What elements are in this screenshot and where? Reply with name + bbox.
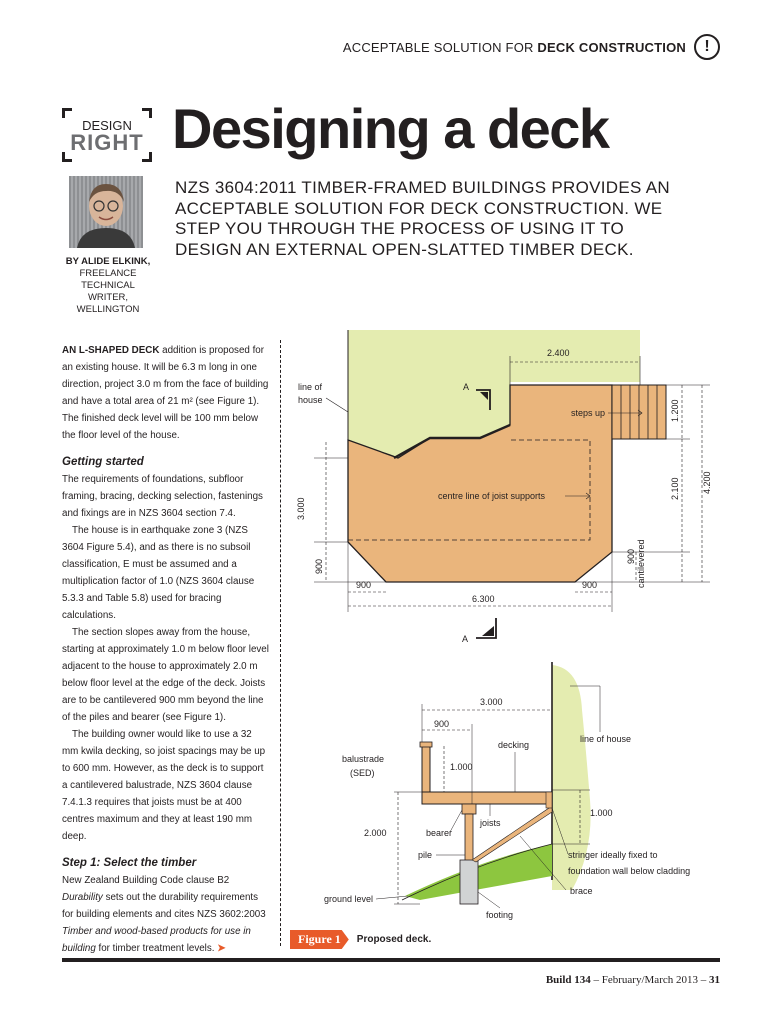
label-centre-line: centre line of joist supports xyxy=(438,491,546,501)
article-body: AN L-SHAPED DECK addition is proposed fo… xyxy=(62,342,270,957)
dim-1000-right: 1.000 xyxy=(590,808,613,818)
label-footing: footing xyxy=(486,910,513,920)
dim-3000-section: 3.000 xyxy=(480,697,503,707)
subheading-step-1: Step 1: Select the timber xyxy=(62,857,197,869)
dim-2400: 2.400 xyxy=(547,348,570,358)
dim-1200: 1.200 xyxy=(670,399,680,422)
badge-line-1: DESIGN xyxy=(82,118,132,133)
author-portrait xyxy=(69,176,143,248)
continue-arrow-icon: ➤ xyxy=(217,943,226,954)
label-line-of-house-section: line of house xyxy=(580,734,631,744)
dim-4200: 4.200 xyxy=(702,471,712,494)
author-role: FREELANCE TECHNICAL WRITER, WELLINGTON xyxy=(76,268,140,315)
author-byline: BY ALIDE ELKINK, FREELANCE TECHNICAL WRI… xyxy=(62,256,154,316)
label-line-of-house-2: house xyxy=(298,395,323,405)
paragraph: The house is in earthquake zone 3 (NZS 3… xyxy=(62,525,255,621)
label-ground-level: ground level xyxy=(324,894,373,904)
label-balustrade-1: balustrade xyxy=(342,754,384,764)
footing xyxy=(459,859,479,905)
label-bearer: bearer xyxy=(426,828,452,838)
section-marker-bottom: A xyxy=(462,634,468,644)
design-right-badge: DESIGN RIGHT xyxy=(62,108,152,162)
column-divider xyxy=(280,340,281,946)
footer-rule xyxy=(62,958,720,962)
label-line-of-house-1: line of xyxy=(298,382,323,392)
figure-caption: Figure 1 Proposed deck. xyxy=(290,930,431,949)
dim-3000-plan: 3.000 xyxy=(296,497,306,520)
paragraph: The building owner would like to use a 3… xyxy=(62,729,266,842)
label-steps-up: steps up xyxy=(571,408,605,418)
exclamation-icon: ! xyxy=(694,34,720,60)
page-header: ACCEPTABLE SOLUTION FOR DECK CONSTRUCTIO… xyxy=(343,34,720,60)
dim-cantilevered-1: 900 xyxy=(626,549,636,564)
page-number: 31 xyxy=(709,974,720,986)
house-lawn-section xyxy=(552,665,591,890)
pile xyxy=(464,813,474,865)
magazine-name: Build 134 xyxy=(545,974,591,986)
label-balustrade-2: (SED) xyxy=(350,768,375,778)
paragraph: The section slopes away from the house, … xyxy=(62,627,269,723)
figure-proposed-deck: line of house A steps up centre line of … xyxy=(290,330,730,930)
author-name: BY ALIDE ELKINK, xyxy=(65,256,151,267)
brace-section xyxy=(471,805,553,863)
article-lead: NZS 3604:2011 TIMBER-FRAMED BUILDINGS PR… xyxy=(175,178,670,259)
dim-900-bottom-left: 900 xyxy=(356,580,371,590)
article-title: Designing a deck xyxy=(172,97,610,160)
bearer xyxy=(461,803,477,815)
label-stringer-2: foundation wall below cladding xyxy=(568,866,690,876)
subheading-getting-started: Getting started xyxy=(62,456,144,468)
paragraph: The requirements of foundations, subfloo… xyxy=(62,474,263,519)
label-stringer-1: stringer ideally fixed to xyxy=(568,850,658,860)
paragraph: New Zealand Building Code clause B2 Dura… xyxy=(62,875,266,954)
dim-6300: 6.300 xyxy=(472,594,495,604)
page-footer: Build 134 – February/March 2013 – 31 xyxy=(546,974,720,986)
label-brace: brace xyxy=(570,886,593,896)
figure-caption-text: Proposed deck. xyxy=(356,934,432,945)
issue-date: – February/March 2013 – xyxy=(590,974,709,986)
deck-section xyxy=(421,791,553,805)
dim-900-section: 900 xyxy=(434,719,449,729)
section-label: ACCEPTABLE SOLUTION FOR DECK CONSTRUCTIO… xyxy=(342,39,686,55)
label-decking: decking xyxy=(498,740,529,750)
dim-2100: 2.100 xyxy=(670,477,680,500)
balustrade-post xyxy=(421,745,431,793)
paragraph-lead: AN L-SHAPED DECK xyxy=(62,345,160,356)
dim-2000: 2.000 xyxy=(364,828,387,838)
label-pile: pile xyxy=(418,850,432,860)
dim-900-left: 900 xyxy=(314,559,324,574)
stringer xyxy=(545,791,553,809)
paragraph: AN L-SHAPED DECK addition is proposed fo… xyxy=(62,345,269,441)
label-joists: joists xyxy=(479,818,501,828)
dim-cantilevered-2: cantilevered xyxy=(636,539,646,588)
badge-line-2: RIGHT xyxy=(70,130,144,155)
dim-900-bottom-right: 900 xyxy=(582,580,597,590)
dim-1000-balustrade: 1.000 xyxy=(450,762,473,772)
section-marker-top: A xyxy=(463,382,469,392)
figure-tag: Figure 1 xyxy=(290,930,349,949)
ground xyxy=(405,844,552,900)
